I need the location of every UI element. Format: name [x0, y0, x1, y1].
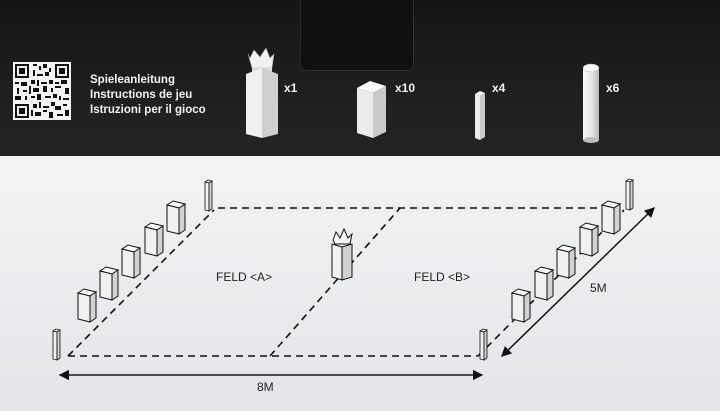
kubb-left-5 [77, 288, 97, 323]
width-label: 5M [590, 281, 607, 295]
stake-count: x4 [492, 81, 506, 95]
kubb-left-1 [166, 200, 186, 235]
kubb-block-icon [357, 81, 386, 138]
corner-stake-top-right [625, 178, 634, 211]
stake-icon [475, 91, 485, 140]
qr-code-icon [13, 62, 71, 120]
box-flap [300, 0, 414, 71]
title-it: Istruzioni per il gioco [90, 104, 206, 116]
title-fr: Instructions de jeu [90, 89, 193, 101]
length-label: 8M [257, 380, 274, 394]
kubb-right-5 [511, 288, 531, 323]
kubb-right-2 [579, 222, 599, 257]
baton-icon [582, 63, 600, 143]
field-a-label: FELD <A> [216, 270, 273, 284]
field-diagram [52, 178, 655, 381]
king-count: x1 [284, 81, 298, 95]
corner-stake-bottom-left [52, 328, 61, 361]
corner-stake-bottom-right [479, 328, 488, 361]
king-center [331, 227, 353, 281]
king-piece-icon [246, 47, 278, 138]
field-boundary [67, 207, 625, 357]
kubb-right-3 [556, 244, 576, 279]
kubb-count: x10 [395, 81, 416, 95]
kubb-left-2 [144, 222, 164, 257]
field-diagram-area [0, 156, 720, 411]
kubb-right-4 [534, 266, 554, 301]
kubb-left-3 [121, 244, 141, 279]
baton-count: x6 [606, 81, 620, 95]
kubb-left-4 [99, 266, 119, 301]
kubb-right-1 [601, 200, 621, 235]
title-de: Spieleanleitung [90, 74, 175, 86]
field-b-label: FELD <B> [414, 270, 471, 284]
instructions-title-block: Spieleanleitung Instructions de jeu Istr… [90, 73, 206, 118]
corner-stake-top-left [204, 179, 213, 212]
